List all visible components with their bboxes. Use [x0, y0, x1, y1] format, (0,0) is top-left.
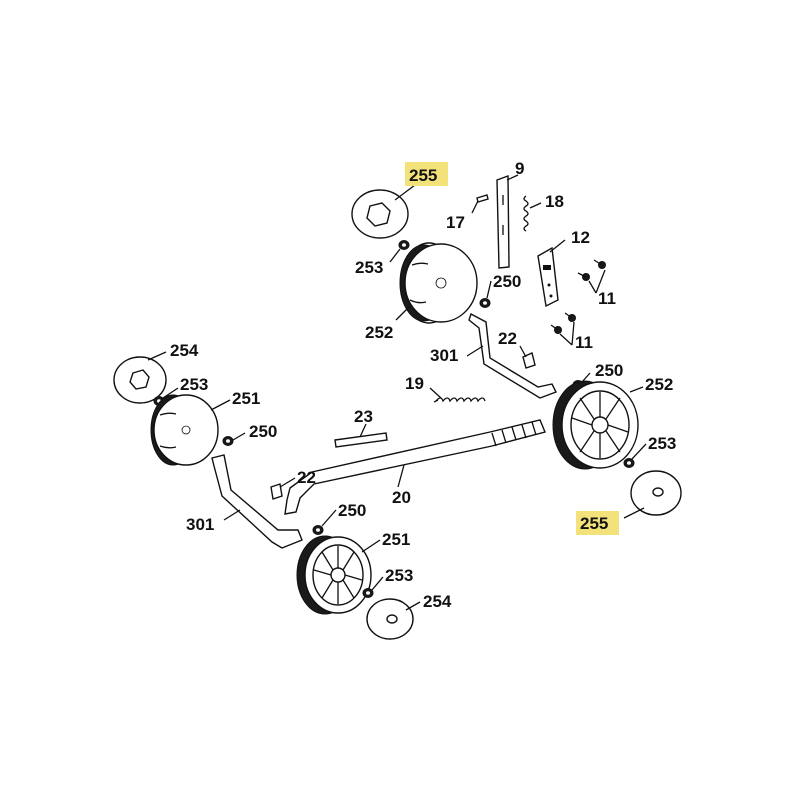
label-301-left: 301 — [186, 515, 214, 534]
nut-250-upper — [479, 298, 491, 308]
axle-lever-301-right — [468, 312, 557, 399]
axle-lever-301-left — [211, 454, 303, 549]
bracket-plate-12 — [537, 246, 559, 308]
wheel-251-upper — [150, 394, 219, 466]
label-250-right: 250 — [595, 361, 623, 380]
nut-250-left — [222, 436, 234, 446]
label-250-upper: 250 — [493, 272, 521, 291]
label-22-left: 22 — [297, 468, 316, 487]
spring-19 — [433, 397, 486, 403]
label-253-lower: 253 — [385, 566, 413, 585]
highlight-255-lower — [576, 511, 619, 535]
label-301-right: 301 — [430, 346, 458, 365]
washer-254-lower — [366, 598, 414, 640]
label-253-upper: 253 — [355, 258, 383, 277]
label-20: 20 — [392, 488, 411, 507]
nut-253-upper — [398, 240, 410, 250]
wheel-252-right — [552, 380, 639, 470]
label-251-lower: 251 — [382, 530, 410, 549]
label-252-upper: 252 — [365, 323, 393, 342]
label-253-right: 253 — [648, 434, 676, 453]
label-11-upper: 11 — [598, 289, 616, 308]
label-18: 18 — [545, 192, 564, 211]
label-9: 9 — [515, 159, 524, 178]
washer-254-upper — [113, 356, 167, 404]
nut-253-right — [623, 458, 635, 468]
label-253-left: 253 — [180, 375, 208, 394]
label-12: 12 — [571, 228, 590, 247]
spring-18 — [523, 195, 529, 232]
label-254-lower: 254 — [423, 592, 452, 611]
nut-250-lower — [312, 525, 324, 535]
label-22-right: 22 — [498, 329, 517, 348]
label-251-upper: 251 — [232, 389, 260, 408]
label-255-lower: 255 — [580, 514, 608, 533]
pin-17 — [476, 194, 489, 203]
wheel-252-upper — [399, 242, 478, 324]
label-252-right: 252 — [645, 375, 673, 394]
label-255-upper: 255 — [409, 166, 437, 185]
label-254-upper: 254 — [170, 341, 199, 360]
highlight-255-upper — [405, 162, 448, 186]
label-11-lower: 11 — [575, 333, 593, 352]
bar-23 — [334, 432, 388, 448]
screws-11-lower — [550, 312, 576, 334]
clip-22-left — [270, 483, 283, 500]
rod-9 — [496, 175, 510, 269]
label-19: 19 — [405, 374, 424, 393]
washer-255-upper — [351, 189, 409, 239]
label-23: 23 — [354, 407, 373, 426]
washer-255-lower — [630, 470, 682, 516]
label-17: 17 — [446, 213, 465, 232]
label-250-left: 250 — [249, 422, 277, 441]
nut-253-lower — [362, 588, 374, 598]
screws-11-upper — [577, 259, 606, 281]
wheel-251-lower — [296, 535, 372, 615]
leader-lines — [147, 174, 647, 611]
adjust-bar-20 — [284, 419, 546, 515]
label-250-lower: 250 — [338, 501, 366, 520]
